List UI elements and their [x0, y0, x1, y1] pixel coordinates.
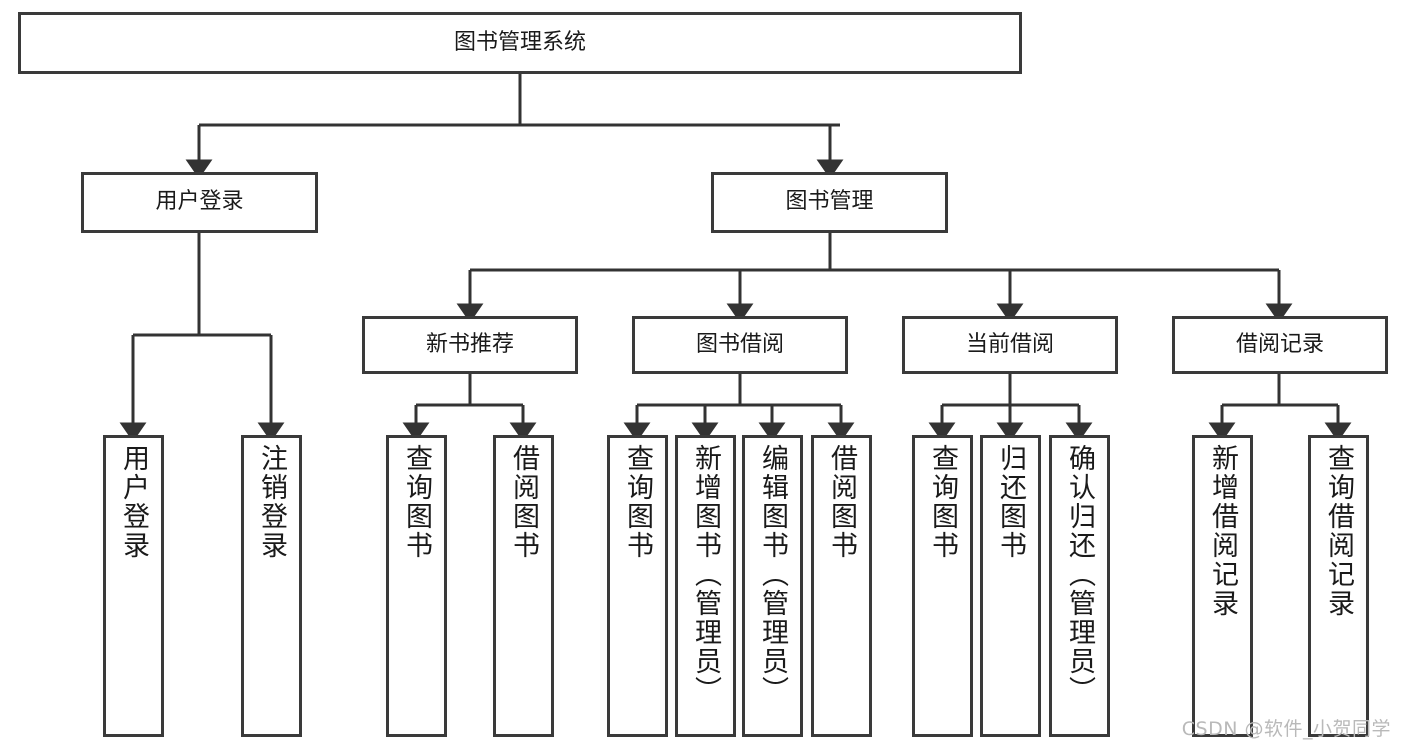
node-borrow-record[interactable]: 借阅记录: [1172, 316, 1388, 374]
leaf-user-login[interactable]: 用户登录: [103, 435, 164, 737]
node-label: 确认归还（管理员）: [1064, 444, 1095, 705]
node-label: 当前借阅: [965, 331, 1054, 357]
node-label: 借阅图书: [508, 444, 539, 560]
leaf-add-borrow-record[interactable]: 新增借阅记录: [1192, 435, 1253, 737]
node-label: 借阅图书: [826, 444, 857, 560]
node-book-management[interactable]: 图书管理: [711, 172, 948, 233]
node-label: 查询图书: [622, 444, 653, 560]
node-label: 用户登录: [155, 189, 244, 215]
leaf-borrow-book-recommend[interactable]: 借阅图书: [493, 435, 554, 737]
node-label: 查询借阅记录: [1323, 444, 1354, 618]
node-label: 图书管理: [785, 189, 874, 215]
leaf-confirm-return-admin[interactable]: 确认归还（管理员）: [1049, 435, 1110, 737]
node-label: 查询图书: [927, 444, 958, 560]
node-label: 图书管理系统: [453, 29, 586, 55]
node-label: 借阅记录: [1235, 331, 1324, 357]
leaf-return-book[interactable]: 归还图书: [980, 435, 1041, 737]
node-book-borrow[interactable]: 图书借阅: [632, 316, 848, 374]
node-label: 新增图书（管理员）: [690, 444, 721, 705]
node-label: 新增借阅记录: [1207, 444, 1238, 618]
leaf-query-book-current[interactable]: 查询图书: [912, 435, 973, 737]
leaf-query-book-recommend[interactable]: 查询图书: [386, 435, 447, 737]
node-new-book-recommend[interactable]: 新书推荐: [362, 316, 578, 374]
node-label: 注销登录: [256, 444, 287, 560]
leaf-query-borrow-record[interactable]: 查询借阅记录: [1308, 435, 1369, 737]
node-root-system[interactable]: 图书管理系统: [18, 12, 1022, 74]
node-current-borrow[interactable]: 当前借阅: [902, 316, 1118, 374]
leaf-add-book-admin[interactable]: 新增图书（管理员）: [675, 435, 736, 737]
leaf-borrow-book[interactable]: 借阅图书: [811, 435, 872, 737]
node-label: 编辑图书（管理员）: [757, 444, 788, 705]
node-label: 新书推荐: [425, 331, 514, 357]
node-label: 查询图书: [401, 444, 432, 560]
leaf-edit-book-admin[interactable]: 编辑图书（管理员）: [742, 435, 803, 737]
csdn-watermark: CSDN @软件_小贺同学: [1181, 718, 1391, 740]
node-label: 归还图书: [995, 444, 1026, 560]
leaf-query-book-borrow[interactable]: 查询图书: [607, 435, 668, 737]
node-label: 用户登录: [118, 444, 149, 560]
leaf-logout-login[interactable]: 注销登录: [241, 435, 302, 737]
node-label: 图书借阅: [695, 331, 784, 357]
node-user-login[interactable]: 用户登录: [81, 172, 318, 233]
